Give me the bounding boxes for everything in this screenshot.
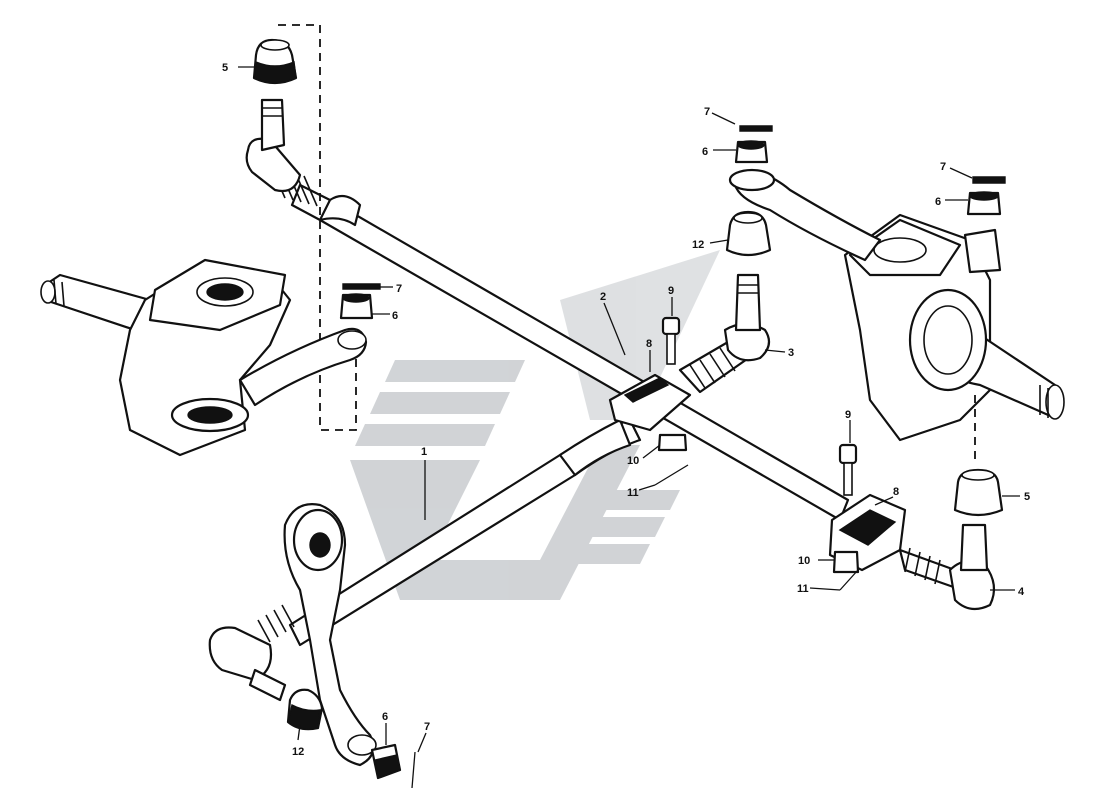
pitman-arm xyxy=(283,503,377,767)
split-pin-top-right xyxy=(739,125,773,132)
steering-knuckle-left xyxy=(40,258,368,457)
callout-6-left: 6 xyxy=(392,310,398,322)
tie-rod-end-4 xyxy=(898,523,996,611)
leader-lines xyxy=(238,66,1020,753)
clamp-center xyxy=(608,373,692,432)
castle-nut-right xyxy=(966,191,1002,216)
callout-8-center: 8 xyxy=(646,338,652,350)
watermark-stripe xyxy=(560,544,650,564)
callout-10-center: 10 xyxy=(627,455,639,467)
ball-joint-top-left xyxy=(245,137,302,193)
watermark-stripe xyxy=(355,424,495,446)
assembly-guide-left xyxy=(278,24,357,431)
castle-nut-left xyxy=(339,293,374,320)
watermark-stripe xyxy=(370,392,510,414)
nut-right xyxy=(832,550,860,574)
dust-cap-right xyxy=(953,468,1004,517)
pin-right xyxy=(839,569,859,591)
callout-7-bottom: 7 xyxy=(424,721,430,733)
callout-1: 1 xyxy=(421,446,427,458)
watermark-stripe xyxy=(590,490,680,510)
tie-rod-end-right xyxy=(678,273,771,394)
dust-cap-bottom xyxy=(286,688,324,731)
callout-6-right: 6 xyxy=(935,196,941,208)
callout-10-right: 10 xyxy=(798,555,810,567)
dust-cap-top xyxy=(252,38,298,85)
bolt-right xyxy=(838,443,858,496)
watermark-stripe xyxy=(575,517,665,537)
callout-labels: 5 7 6 7 6 12 7 6 2 9 8 3 9 10 11 5 8 10 … xyxy=(222,62,1030,758)
callout-3: 3 xyxy=(788,347,794,359)
callout-9-right: 9 xyxy=(845,409,851,421)
callout-9-center: 9 xyxy=(668,285,674,297)
callout-6-bottom: 6 xyxy=(382,711,388,723)
callout-11-right: 11 xyxy=(797,583,809,595)
callout-4: 4 xyxy=(1018,586,1025,598)
callout-6-top-right: 6 xyxy=(702,146,708,158)
pin-center xyxy=(654,464,689,486)
callout-8-right: 8 xyxy=(893,486,899,498)
dust-cap-center xyxy=(725,210,772,257)
watermark-stripe xyxy=(385,360,525,382)
callout-2: 2 xyxy=(600,291,606,303)
callout-12-top: 12 xyxy=(692,239,704,251)
split-pin-right xyxy=(972,176,1006,184)
callout-5-top: 5 xyxy=(222,62,228,74)
callout-7-left: 7 xyxy=(396,283,402,295)
callout-11-center: 11 xyxy=(627,487,639,499)
callout-5-right: 5 xyxy=(1024,491,1030,503)
watermark-logo xyxy=(350,250,720,600)
nut-center xyxy=(657,433,688,452)
tie-rod-short xyxy=(208,418,642,702)
callout-7-right: 7 xyxy=(940,161,946,173)
split-pin-left xyxy=(342,283,381,290)
castle-nut-top-right xyxy=(734,140,769,164)
split-pin-bottom xyxy=(411,751,416,789)
callout-12-bottom: 12 xyxy=(292,746,304,758)
castle-nut-bottom xyxy=(370,743,402,780)
steering-knuckle-right xyxy=(728,168,1065,442)
bolt-center xyxy=(661,316,681,365)
callout-7-top-right: 7 xyxy=(704,106,710,118)
